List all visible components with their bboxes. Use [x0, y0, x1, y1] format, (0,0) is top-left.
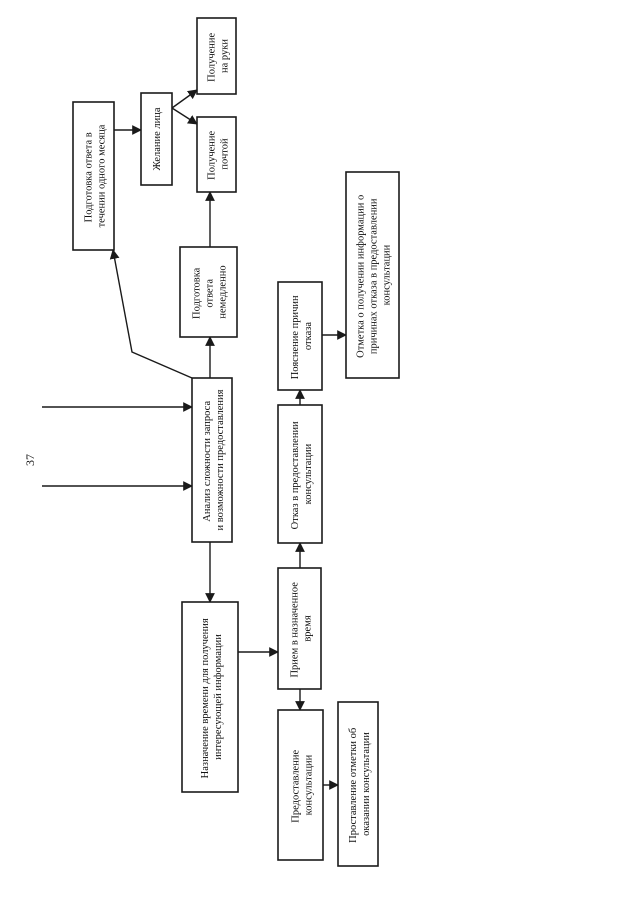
node-schedule: Назначение времени для получения интерес…	[181, 601, 239, 793]
svg-text:Назначение времени для получен: Назначение времени для получения интерес…	[200, 616, 224, 779]
svg-text:Проставление отметки об: Проставление отметки об оказании консуль…	[348, 725, 372, 843]
node-refusal-mark: Отметка о получении информации о причина…	[345, 171, 400, 379]
node-wish: Желание лица	[140, 92, 173, 186]
svg-text:Анализ сложности запроса: Анализ сложности запроса и возможности п…	[202, 389, 226, 530]
node-by-hand: Получение на руки	[196, 17, 237, 95]
page-number: 37	[23, 454, 37, 466]
node-provide: Предоставление консультации	[277, 709, 324, 861]
node-refusal: Отказ в предоставлении консультации	[277, 404, 323, 544]
node-by-mail: Получение почтой	[196, 116, 237, 193]
svg-text:Получение почтой: Получение почтой	[207, 128, 231, 180]
node-prep-month: Подготовка ответа в течении одного месяц…	[72, 101, 115, 251]
svg-text:Подготовка ответа в тече: Подготовка ответа в течении одного месяц…	[84, 124, 108, 227]
svg-text:Желание лица: Желание лица	[152, 107, 163, 170]
svg-text:Подготовка ответа: Подготовка ответа немедленно	[192, 265, 229, 319]
connectors	[42, 89, 347, 790]
edge-analysis-to-prep-month	[109, 249, 193, 379]
node-analysis: Анализ сложности запроса и возможности п…	[191, 377, 233, 543]
svg-text:Пояснение причин отказа: Пояснение причин отказа	[290, 293, 314, 380]
svg-text:Отметка о получении информации: Отметка о получении информации о причина…	[356, 192, 393, 358]
edge-wish-to-hand	[171, 89, 198, 109]
node-mark-provided: Проставление отметки об оказании консуль…	[337, 701, 379, 867]
edge-wish-to-mail	[171, 107, 198, 125]
svg-text:Отказ в предоставлении к: Отказ в предоставлении консультации	[290, 419, 314, 530]
node-prep-now: Подготовка ответа немедленно	[179, 246, 238, 338]
svg-text:Прием в назначенное врем: Прием в назначенное время	[290, 579, 314, 677]
svg-text:Получение на руки: Получение на руки	[207, 30, 231, 82]
svg-text:Предоставление консульта: Предоставление консультации	[291, 747, 315, 823]
node-reception: Прием в назначенное время	[277, 567, 322, 690]
node-explain-reason: Пояснение причин отказа	[277, 281, 323, 391]
